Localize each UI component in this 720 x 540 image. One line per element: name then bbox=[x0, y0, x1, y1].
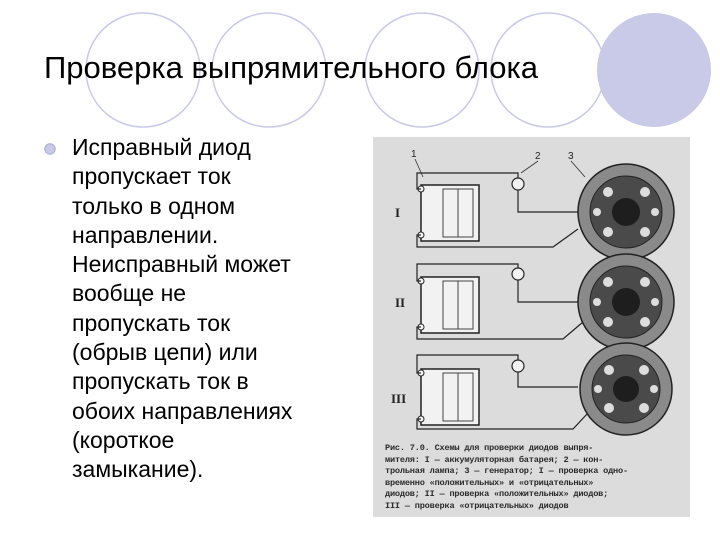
battery-2 bbox=[420, 276, 480, 334]
circuit-2: II bbox=[395, 253, 675, 351]
bullet-icon bbox=[44, 143, 56, 155]
lamp-3 bbox=[511, 359, 525, 373]
circuit-label: II bbox=[395, 295, 405, 310]
lamp-1 bbox=[511, 177, 525, 191]
circuit-1: I bbox=[395, 163, 675, 261]
battery-1 bbox=[420, 184, 480, 242]
decor-circle bbox=[211, 12, 327, 128]
circuit-3: III bbox=[391, 342, 673, 436]
header-decoration bbox=[85, 12, 711, 128]
slide-title: Проверка выпрямительного блока bbox=[44, 50, 538, 85]
callout-1: 1 bbox=[411, 149, 417, 160]
callout-3: 3 bbox=[568, 151, 574, 162]
decor-circle-filled bbox=[597, 13, 711, 127]
bullet-text: Исправный диод пропускает ток только в о… bbox=[72, 134, 293, 483]
decor-circle bbox=[85, 12, 201, 128]
circuit-label: III bbox=[391, 391, 406, 406]
circuit-diagrams: 1 2 3 I II bbox=[391, 149, 675, 436]
circuit-label: I bbox=[395, 205, 400, 220]
callout-2: 2 bbox=[535, 151, 541, 162]
battery-3 bbox=[420, 368, 480, 426]
figure-caption: Рис. 7.0. Схемы для проверки диодов выпр… bbox=[385, 443, 628, 511]
lamp-2 bbox=[511, 267, 525, 281]
diode-test-figure: 1 2 3 I II bbox=[373, 137, 690, 517]
decor-circle bbox=[364, 12, 480, 128]
